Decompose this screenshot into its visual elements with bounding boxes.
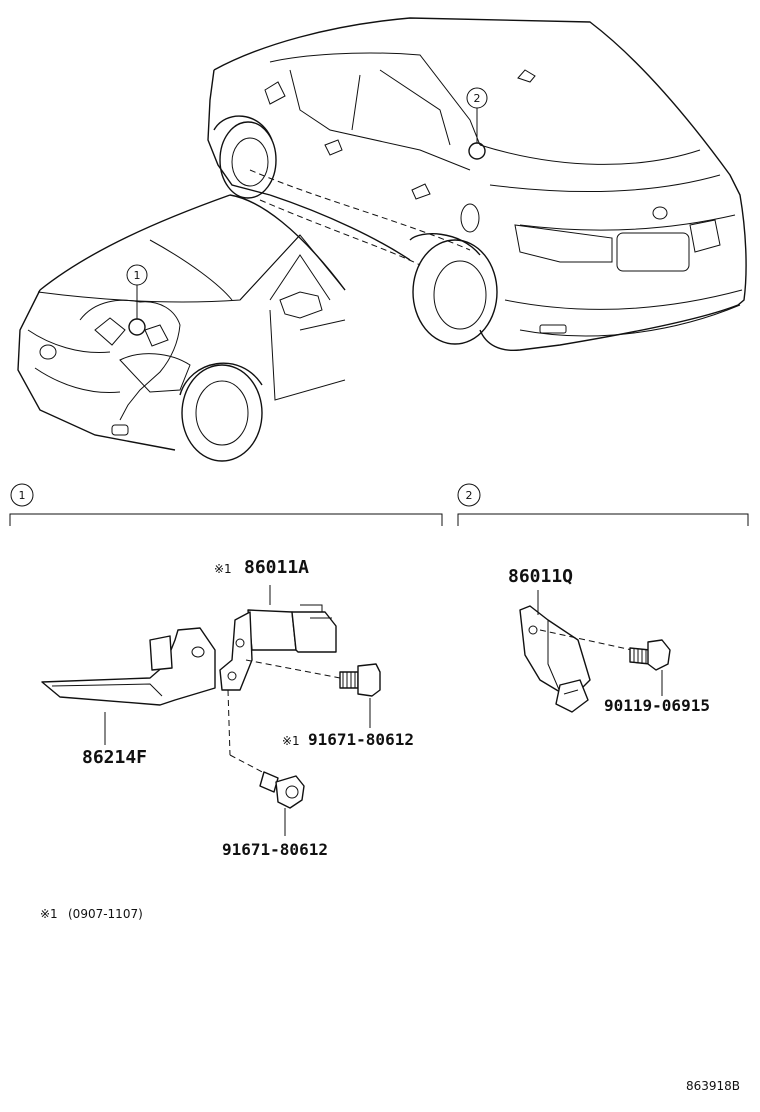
front-callout-number: 1 bbox=[134, 269, 141, 282]
section-1-header: 1 bbox=[9, 483, 443, 526]
section-2-label: 2 bbox=[466, 489, 473, 502]
bracket-part-number: 86214F bbox=[82, 747, 147, 768]
bolt-c-part-number: 90119-06915 bbox=[604, 696, 710, 715]
rear-callout-number: 2 bbox=[474, 92, 481, 105]
footnote-text: (0907-1107) bbox=[68, 907, 143, 921]
bolt-b-part-number: 91671-80612 bbox=[222, 840, 328, 859]
section-2-header: 2 bbox=[457, 483, 749, 526]
bolt-a-part-number: 91671-80612 bbox=[308, 730, 414, 749]
sensor-a-part-number: 86011A bbox=[244, 557, 309, 578]
figure-id: 863918B bbox=[686, 1079, 740, 1093]
sensor-a-mark: ※1 bbox=[214, 562, 232, 576]
section-1-label: 1 bbox=[19, 489, 26, 502]
bolt-a bbox=[339, 663, 381, 728]
bolt-c bbox=[629, 639, 671, 696]
front-car-illustration: 1 bbox=[17, 194, 346, 462]
bracket-86214F bbox=[41, 627, 216, 745]
footnote-mark: ※1 bbox=[40, 907, 58, 921]
sensor-86011A bbox=[219, 585, 337, 691]
bolt-a-mark: ※1 bbox=[282, 734, 300, 748]
sensor-86011Q bbox=[519, 590, 591, 713]
bolt-b bbox=[259, 771, 305, 836]
sensor-q-part-number: 86011Q bbox=[508, 566, 573, 587]
rear-car-illustration: 2 bbox=[207, 17, 747, 352]
